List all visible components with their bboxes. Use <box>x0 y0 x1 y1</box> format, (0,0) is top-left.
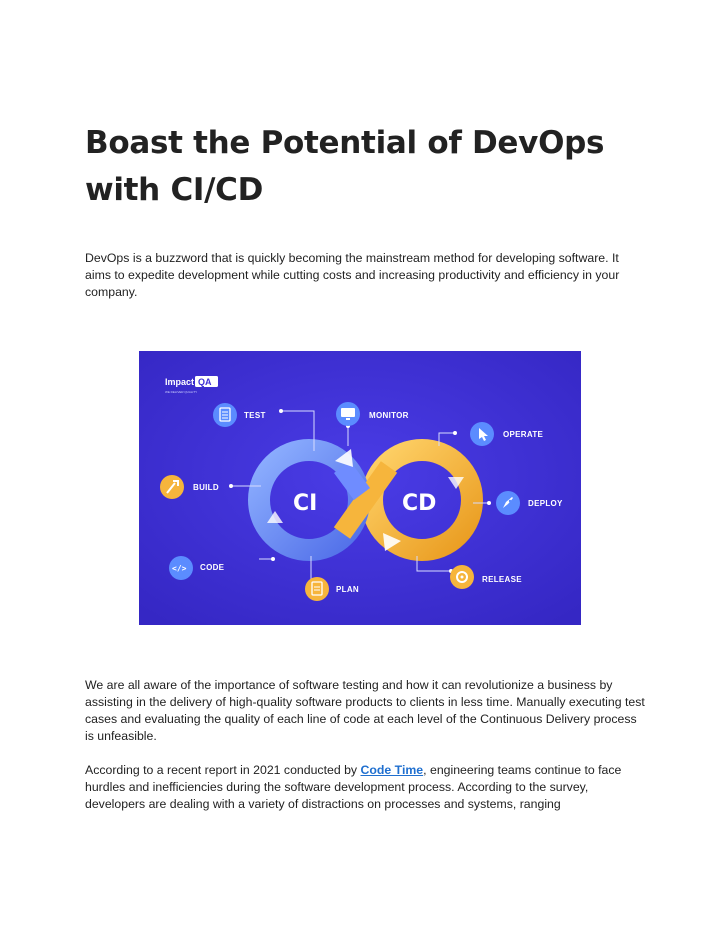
ci-label: CI <box>293 491 317 516</box>
svg-text:QA: QA <box>198 377 212 387</box>
stage-deploy-label: DEPLOY <box>528 499 563 508</box>
testing-paragraph: We are all aware of the importance of so… <box>85 678 645 743</box>
report-text-after: , engineering teams continue to face hur… <box>85 763 622 811</box>
svg-text:Impact: Impact <box>165 377 194 387</box>
connector-lines <box>231 410 489 589</box>
impactqa-logo: Impact QA WE DELIVER QUALITY <box>165 376 218 394</box>
stage-deploy: DEPLOY <box>496 491 563 515</box>
stage-test: TEST <box>213 403 266 427</box>
code-time-link[interactable]: Code Time <box>360 763 424 777</box>
pointer-icon <box>479 428 488 441</box>
report-text-before: According to a recent report in 2021 con… <box>85 763 361 777</box>
report-paragraph: According to a recent report in 2021 con… <box>85 762 645 813</box>
crossing-band-blue <box>333 461 371 500</box>
gear-icon <box>456 571 468 583</box>
svg-text:WE DELIVER QUALITY: WE DELIVER QUALITY <box>165 390 197 394</box>
stage-release: RELEASE <box>450 565 522 589</box>
arrow-right-icon <box>448 477 464 489</box>
stage-plan: PLAN <box>305 577 359 601</box>
stage-test-label: TEST <box>244 411 266 420</box>
stage-release-label: RELEASE <box>482 575 522 584</box>
wrench-icon <box>166 480 179 494</box>
cd-label: CD <box>402 491 436 516</box>
intro-paragraph: DevOps is a buzzword that is quickly bec… <box>85 251 620 299</box>
stage-code: </> CODE <box>169 556 225 580</box>
stage-code-label: CODE <box>200 563 225 572</box>
devops-infinity-figure: Impact QA WE DELIVER QUALITY CI CD <box>139 351 581 625</box>
page-title: Boast the Potential of DevOps with CI/CD <box>85 125 605 208</box>
crossing-band-gold <box>333 461 398 539</box>
monitor-icon <box>341 408 355 417</box>
stage-operate: OPERATE <box>470 422 544 446</box>
clipboard-icon <box>311 581 323 596</box>
arrow-bottom-icon <box>383 533 401 551</box>
arrow-top-icon <box>335 449 353 467</box>
stage-build-label: BUILD <box>193 483 219 492</box>
code-icon: </> <box>172 564 187 573</box>
infinity-loop: CI CD <box>248 439 483 561</box>
stage-monitor: MONITOR <box>336 402 409 426</box>
stage-operate-label: OPERATE <box>503 430 544 439</box>
checklist-icon <box>219 407 231 422</box>
rocket-icon <box>503 497 513 508</box>
stage-build: BUILD <box>160 475 219 499</box>
stage-plan-label: PLAN <box>336 585 359 594</box>
arrow-left-icon <box>267 511 283 523</box>
stage-monitor-label: MONITOR <box>369 411 409 420</box>
